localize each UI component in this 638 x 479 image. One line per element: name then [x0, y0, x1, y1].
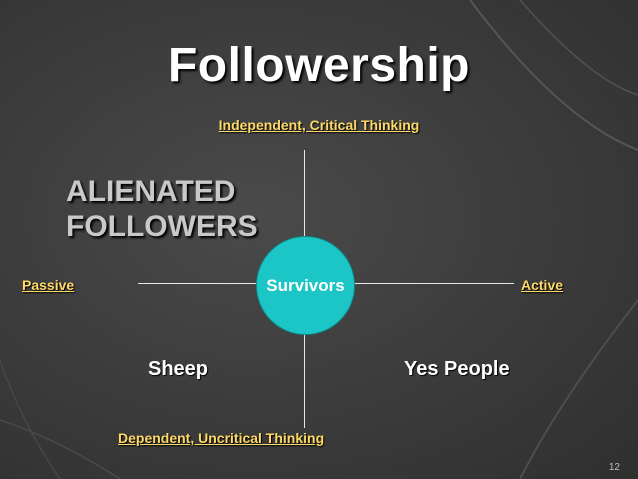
horizontal-axis-left [138, 283, 258, 284]
axis-label-left: Passive [22, 277, 75, 293]
quadrant-alienated-followers: ALIENATED FOLLOWERS [66, 174, 258, 244]
center-label: Survivors [266, 275, 345, 295]
horizontal-axis-right [352, 283, 514, 284]
vertical-axis-bottom [304, 333, 305, 428]
quadrant-sheep: Sheep [148, 358, 209, 380]
quadrant-alienated-line2: FOLLOWERS [66, 210, 258, 243]
quadrant-yes-people: Yes People [404, 358, 510, 380]
axis-label-top: Independent, Critical Thinking [218, 117, 420, 133]
center-circle: Survivors [256, 236, 355, 335]
axis-label-right: Active [521, 277, 564, 293]
vertical-axis-top [304, 150, 305, 236]
page-number: 12 [608, 462, 620, 473]
slide-title: Followership [167, 39, 470, 92]
axis-label-bottom: Dependent, Uncritical Thinking [118, 430, 325, 446]
quadrant-alienated-line1: ALIENATED [66, 175, 236, 208]
